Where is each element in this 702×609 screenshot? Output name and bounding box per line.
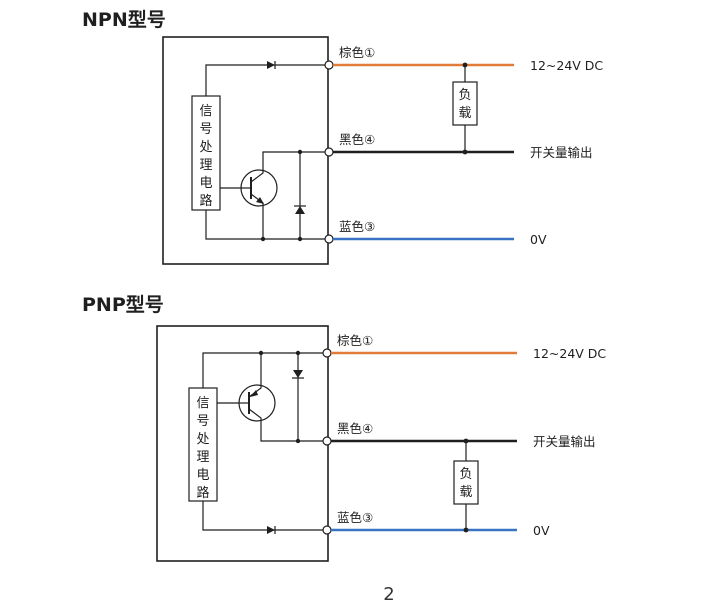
pnp-internal-supply-wire	[202, 352, 326, 388]
npn-internal-ground-wire	[205, 210, 326, 240]
svg-text:负: 负	[458, 88, 471, 103]
pnp-black-label: 黑色④	[337, 421, 373, 436]
npn-blue-label: 蓝色③	[339, 219, 375, 234]
pnp-terminal-brown	[322, 348, 332, 358]
npn-zero-volt-label: 0V	[530, 232, 547, 247]
pnp-brown-label: 棕色①	[337, 333, 373, 348]
pnp-terminal-black	[322, 436, 332, 446]
svg-text:电: 电	[199, 176, 212, 191]
page-number: 2	[383, 584, 394, 605]
npn-supply-label: 12~24V DC	[530, 58, 603, 73]
npn-black-label: 黑色④	[339, 132, 375, 147]
svg-text:号: 号	[199, 122, 212, 137]
svg-text:负: 负	[459, 467, 472, 482]
npn-terminal-black	[324, 147, 334, 157]
svg-text:路: 路	[196, 485, 209, 501]
npn-signal-block-text: 信 号 处 理 电 路	[199, 104, 212, 209]
npn-protection-diode-icon	[294, 152, 306, 239]
pnp-blue-label: 蓝色③	[337, 510, 373, 525]
svg-text:信: 信	[199, 104, 212, 119]
npn-supply-diode-icon	[267, 61, 275, 69]
pnp-transistor-icon	[238, 353, 326, 442]
pnp-switch-output-label: 开关量输出	[533, 434, 596, 449]
svg-text:载: 载	[459, 485, 472, 500]
pnp-protection-diode-icon	[292, 353, 304, 441]
svg-text:理: 理	[199, 158, 212, 173]
pnp-terminal-blue	[322, 525, 332, 535]
svg-text:处: 处	[199, 140, 212, 155]
svg-text:号: 号	[196, 414, 209, 429]
npn-switch-output-label: 开关量输出	[530, 145, 593, 160]
npn-load: 负 载	[452, 62, 478, 155]
svg-text:处: 处	[196, 432, 209, 447]
svg-text:电: 电	[196, 468, 209, 483]
npn-internal-supply-wire	[205, 64, 326, 96]
pnp-zero-volt-label: 0V	[533, 523, 550, 538]
pnp-signal-block-text: 信 号 处 理 电 路	[196, 396, 209, 501]
svg-text:路: 路	[199, 193, 212, 209]
npn-transistor-icon	[240, 151, 326, 239]
npn-sensor-housing	[162, 36, 329, 265]
pnp-load: 负 载	[453, 438, 479, 533]
pnp-sensor-housing	[156, 325, 329, 562]
pnp-diagram: PNP型号 信 号 处 理 电 路	[82, 293, 606, 562]
npn-terminal-blue	[324, 234, 334, 244]
pnp-internal-ground-wire	[202, 501, 326, 531]
npn-title: NPN型号	[82, 8, 166, 31]
npn-terminal-brown	[324, 60, 334, 70]
npn-brown-label: 棕色①	[339, 45, 375, 60]
svg-text:载: 载	[458, 106, 471, 121]
pnp-title: PNP型号	[82, 293, 164, 316]
pnp-ground-diode-icon	[267, 526, 275, 534]
npn-diagram: NPN型号 信 号 处 理 电 路	[82, 8, 603, 265]
svg-text:信: 信	[196, 396, 209, 411]
pnp-supply-label: 12~24V DC	[533, 346, 606, 361]
svg-text:理: 理	[196, 450, 209, 465]
